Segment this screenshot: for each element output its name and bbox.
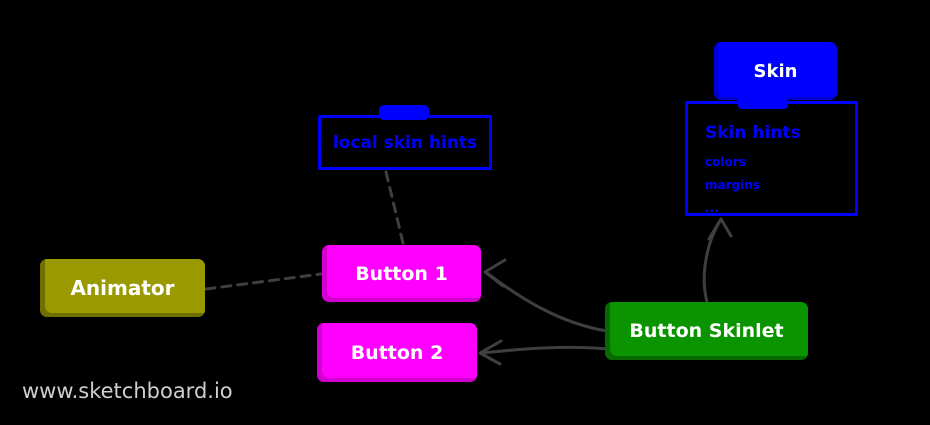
edge-button-skinlet-to-button2-arrowhead[interactable] (478, 339, 503, 366)
node-local-skin-hints[interactable]: local skin hints (318, 115, 492, 170)
node-skin-hints[interactable]: Skin hints colors margins ... (685, 101, 858, 216)
sketchboard-watermark: www.sketchboard.io (22, 379, 233, 403)
node-button-skinlet[interactable]: Button Skinlet (605, 302, 808, 360)
node-button2-label: Button 2 (350, 341, 444, 364)
skin-hints-title: Skin hints (705, 123, 801, 143)
edge-button-skinlet-to-button1[interactable] (485, 271, 609, 333)
edge-button-skinlet-to-button1-arrowhead[interactable] (483, 258, 507, 288)
node-animator-label: Animator (70, 276, 175, 300)
node-skin[interactable]: Skin (714, 42, 837, 100)
skin-hints-item-ellipsis: ... (705, 201, 719, 215)
node-animator[interactable]: Animator (40, 259, 205, 317)
node-local-skin-hints-label: local skin hints (332, 132, 478, 153)
local-skin-hints-tab-icon[interactable] (379, 105, 429, 120)
edge-button-skinlet-to-skin-hints-arrowhead[interactable] (707, 217, 733, 241)
node-skin-label: Skin (753, 60, 798, 82)
node-button1[interactable]: Button 1 (322, 245, 481, 302)
node-button-skinlet-label: Button Skinlet (629, 320, 784, 342)
edge-local-skin-hints-to-button1[interactable] (384, 170, 405, 245)
skin-hints-item-margins: margins (705, 178, 760, 192)
skin-attach-tab-icon[interactable] (738, 95, 788, 109)
edge-animator-to-button1[interactable] (204, 272, 323, 291)
edge-button-skinlet-to-button2[interactable] (480, 345, 609, 355)
skin-hints-item-colors: colors (705, 155, 746, 169)
node-button2[interactable]: Button 2 (317, 323, 477, 382)
node-button1-label: Button 1 (355, 262, 448, 285)
